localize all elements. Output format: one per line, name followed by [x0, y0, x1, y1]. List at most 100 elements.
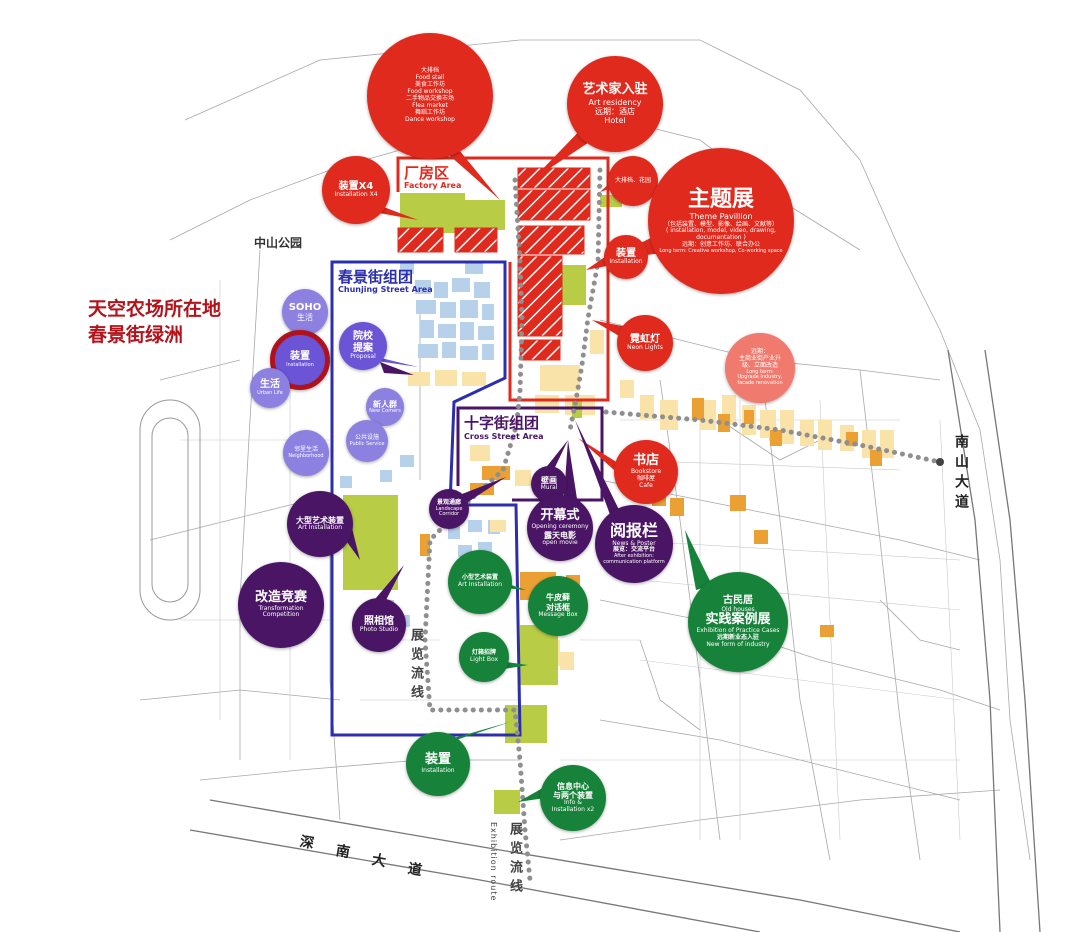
installation-x4-l2: Installation X4	[334, 191, 378, 199]
light-box-bubble[interactable]: 灯箱招牌 Light Box	[459, 632, 509, 682]
urban-life-l1: 生活	[260, 379, 280, 391]
factory-area-subtitle: Factory Area	[404, 181, 462, 190]
cross-area-title: 十字街组团	[464, 414, 540, 432]
commerce-upgrade-l3: 级、立面改造	[741, 361, 778, 369]
practice-cases-bubble[interactable]: 古民居 Old houses 实践案例展 Exhibition of Pract…	[688, 572, 788, 672]
theme-pavilion-l2: Theme Pavillion	[689, 212, 753, 222]
installation-green-l1: 装置	[424, 752, 451, 768]
message-box-l1: 牛皮藓	[546, 593, 570, 603]
nanshan-avenue-label: 南山大道	[953, 434, 969, 514]
soho-l2: 生活	[297, 313, 313, 323]
new-comers-bubble[interactable]: 新人群 New Comers	[366, 388, 404, 426]
nanshan-avenue	[947, 349, 1041, 932]
food-bubble[interactable]: 大排档 Food stall 美食工作坊 Food workshop 二手物品交…	[367, 33, 493, 159]
installation-marker-l2: Installation	[286, 361, 314, 368]
practice-cases-l6: New form of industry	[706, 641, 770, 649]
new-comers-l1: 新人群	[373, 399, 397, 409]
urban-life-l2: Urban Life	[257, 389, 283, 396]
installation-small-l1: 装置	[616, 247, 636, 259]
commerce-upgrade-l6: facade renovation	[737, 380, 783, 387]
commerce-upgrade-l2: 主商业街产业升	[738, 354, 781, 362]
theme-pavilion-l4: ( installation, model, video, drawing,	[666, 227, 776, 235]
campus-proposal-bubble[interactable]: 院校 提案 Proposal	[339, 322, 387, 370]
light-box-l1: 灯箱招牌	[471, 649, 496, 657]
installation-small-bubble[interactable]: 装置 Installation	[604, 235, 648, 279]
landscape-corridor-l1: 景观通廊	[436, 498, 461, 506]
transformation-competition-bubble[interactable]: 改造竞赛 Transformation Competition	[238, 562, 324, 648]
theme-pavilion-l1: 主题展	[687, 187, 754, 213]
art-installation-large-bubble[interactable]: 大型艺术装置 Art Installation	[287, 491, 353, 557]
installation-x4-bubble[interactable]: 装置X4 Installation X4	[322, 156, 390, 224]
mural-l2: Mural	[540, 484, 558, 492]
commerce-upgrade-l5: Upgrade industry,	[737, 374, 783, 381]
opening-ceremony-bubble[interactable]: 开幕式 Opening ceremony 露天电影 open movie	[527, 495, 593, 561]
campus-proposal-l1: 院校	[353, 331, 373, 343]
bookstore-bubble[interactable]: 书店 Bookstore 咖啡屋 Cafe	[614, 440, 678, 504]
food-garden-bubble[interactable]: 大排档、花园	[608, 156, 658, 206]
practice-cases-l1: 古民居	[723, 595, 753, 606]
landscape-corridor-l2: Landscape	[435, 505, 463, 512]
theme-pavilion-l7: Long term: Creative workshop, Co-working…	[659, 248, 783, 255]
stadium	[139, 399, 201, 621]
art-residency-l3: 远期：酒店	[595, 106, 635, 116]
light-box-l2: Light Box	[469, 656, 499, 663]
food-bubble-l6: Flea market	[412, 101, 448, 109]
street-grid-fine	[180, 280, 961, 841]
neighborhood-bubble[interactable]: 邻里生活 Neighborhood	[283, 430, 329, 476]
commerce-upgrade-l4: Long term:	[746, 368, 774, 375]
news-poster-l4: After exhibition:	[614, 553, 654, 560]
art-residency-l2: Art residency	[588, 97, 642, 107]
commerce-upgrade-l1: 远期：	[750, 348, 769, 356]
theme-pavilion-l6: 远期：创意工作坊、联合办公	[681, 241, 760, 249]
route-label-mid: 展览流线	[408, 628, 423, 704]
food-bubble-l3: 美食工作坊	[414, 81, 445, 89]
food-bubble-l4: Food workshop	[407, 88, 453, 96]
bookstore-l2: Bookstore	[630, 468, 662, 476]
route-end	[936, 458, 944, 466]
info-center-l3: Info &	[564, 799, 582, 807]
street-grid	[139, 39, 1031, 861]
art-installation-large-l1: 大型艺术装置	[296, 515, 344, 525]
news-poster-l5: communication platform	[603, 559, 665, 566]
zhongshan-park-label: 中山公园	[254, 236, 303, 250]
message-box-bubble[interactable]: 牛皮藓 对话框 Message Box	[528, 576, 588, 636]
art-residency-bubble[interactable]: 艺术家入驻 Art residency 远期：酒店 Hotel	[567, 56, 663, 152]
info-center-bubble[interactable]: 信息中心 与两个装置 Info & Installation x2	[540, 765, 606, 831]
commerce-upgrade-bubble[interactable]: 远期： 主商业街产业升 级、立面改造 Long term: Upgrade in…	[725, 333, 795, 403]
photo-studio-bubble[interactable]: 照相馆 Photo Studio	[352, 598, 406, 652]
food-bubble-l5: 二手物品交换市场	[405, 95, 454, 102]
soho-bubble[interactable]: SOHO 生活	[282, 289, 328, 335]
message-box-l3: Message Box	[538, 610, 578, 618]
public-service-l2: Public Service	[349, 440, 385, 447]
transformation-competition-l2: Transformation	[258, 604, 304, 612]
neon-lights-l1: 霓虹灯	[630, 333, 660, 345]
transformation-competition-l3: Competition	[262, 611, 300, 619]
urban-life-bubble[interactable]: 生活 Urban Life	[250, 368, 290, 408]
landscape-corridor-l3: Corridor	[438, 511, 460, 518]
art-installation-small-l2: Art Installation	[457, 581, 503, 588]
practice-cases-l5: 远期新业态入驻	[716, 634, 759, 642]
neighborhood-l1: 邻里生活	[293, 445, 318, 453]
campus-proposal-l3: Proposal	[350, 353, 376, 361]
art-installation-small-bubble[interactable]: 小型艺术装置 Art Installation	[448, 550, 512, 614]
theme-pavilion-bubble[interactable]: 主题展 Theme Pavillion （包括装置、模型、影像、绘画、文献等） …	[648, 148, 794, 294]
info-center-l2: 与两个装置	[553, 791, 593, 801]
shennan-avenue	[189, 799, 961, 932]
art-residency-l1: 艺术家入驻	[582, 81, 648, 97]
practice-cases-l2: Old houses	[721, 605, 755, 613]
neon-lights-bubble[interactable]: 霓虹灯 Neon Lights	[617, 315, 673, 371]
installation-marker-l1: 装置	[290, 351, 310, 363]
installation-x4-l1: 装置X4	[338, 180, 374, 192]
message-box-l2: 对话框	[546, 602, 570, 612]
food-bubble-l1: 大排档	[420, 67, 439, 75]
news-poster-bubble[interactable]: 阅报栏 News & Poster 展览：交流平台 After exhibiti…	[595, 505, 673, 583]
soho-l1: SOHO	[288, 301, 322, 313]
cross-area-subtitle: Cross Street Area	[464, 432, 544, 441]
theme-pavilion-l5: documentation )	[696, 234, 746, 242]
installation-green-bubble[interactable]: 装置 Installation	[406, 732, 470, 796]
opening-ceremony-l1: 开幕式	[540, 508, 580, 524]
food-bubble-l8: Dance workshop	[405, 115, 455, 123]
landscape-corridor-bubble[interactable]: 景观通廊 Landscape Corridor	[429, 489, 469, 529]
neon-lights-l2: Neon Lights	[627, 344, 663, 352]
public-service-bubble[interactable]: 公共设施 Public Service	[346, 420, 388, 462]
